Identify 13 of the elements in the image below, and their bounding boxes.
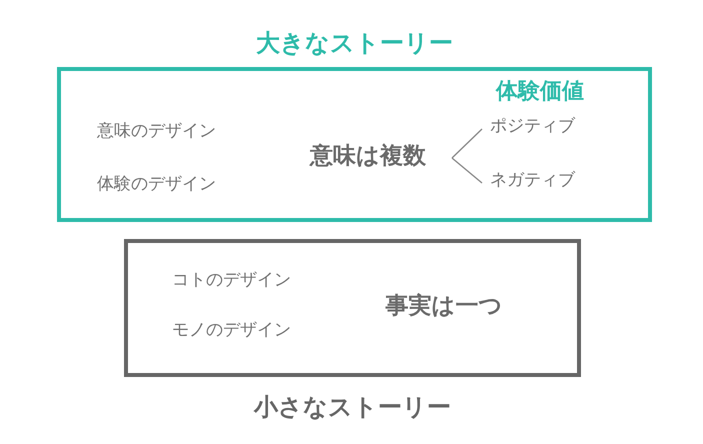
subheading: 体験価値 xyxy=(496,78,584,106)
text-label: ポジティブ xyxy=(490,115,575,137)
key-statement: 意味は複数 xyxy=(308,142,427,171)
text-label: 体験のデザイン xyxy=(97,173,216,195)
text-label: ネガティブ xyxy=(490,169,575,191)
branch-line xyxy=(452,128,482,158)
branch-line xyxy=(452,158,482,184)
heading: 小さなストーリー xyxy=(252,392,452,423)
heading: 大きなストーリー xyxy=(255,28,454,59)
text-label: モノのデザイン xyxy=(172,319,291,341)
text-label: コトのデザイン xyxy=(172,269,291,291)
text-label: 意味のデザイン xyxy=(97,120,216,142)
key-statement: 事実は一つ xyxy=(384,292,504,321)
